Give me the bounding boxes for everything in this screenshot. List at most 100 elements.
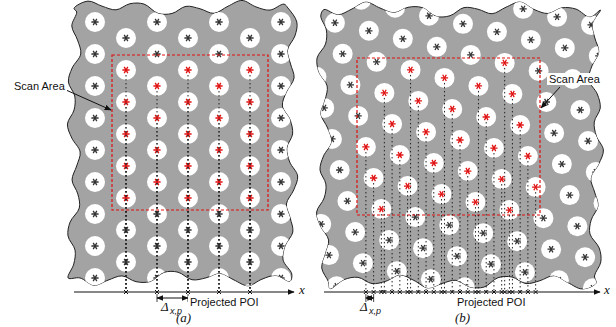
asterisk-mark bbox=[560, 161, 564, 167]
hole bbox=[601, 224, 616, 244]
asterisk-mark bbox=[361, 260, 365, 266]
dimension-tick bbox=[157, 294, 158, 302]
hole bbox=[353, 253, 373, 273]
asterisk-mark bbox=[401, 36, 405, 42]
asterisk-mark bbox=[309, 306, 313, 312]
hole bbox=[303, 183, 323, 203]
asterisk-mark bbox=[424, 129, 428, 135]
projection-line bbox=[188, 107, 189, 292]
asterisk-mark bbox=[279, 147, 283, 153]
hole bbox=[322, 129, 342, 149]
asterisk-mark bbox=[279, 243, 283, 249]
asterisk-mark bbox=[310, 192, 317, 193]
asterisk-mark bbox=[602, 200, 606, 206]
asterisk-mark bbox=[341, 317, 348, 318]
asterisk-mark bbox=[186, 67, 190, 73]
hole bbox=[502, 84, 522, 104]
asterisk-mark bbox=[343, 314, 347, 320]
hole bbox=[416, 122, 436, 142]
hole bbox=[432, 184, 452, 204]
asterisk-mark bbox=[301, 275, 305, 281]
hole bbox=[209, 12, 229, 32]
projection-line bbox=[126, 75, 127, 292]
asterisk-mark bbox=[511, 91, 515, 97]
asterisk-mark bbox=[93, 83, 97, 89]
projection-line bbox=[460, 145, 461, 292]
hole bbox=[589, 46, 609, 66]
asterisk-mark bbox=[597, 53, 601, 59]
asterisk-mark bbox=[609, 231, 613, 237]
asterisk-mark bbox=[217, 83, 221, 89]
asterisk-mark bbox=[393, 5, 397, 11]
asterisk-mark bbox=[93, 51, 97, 57]
asterisk-mark bbox=[403, 299, 407, 305]
asterisk-mark bbox=[248, 35, 252, 41]
hole bbox=[85, 108, 105, 128]
asterisk-mark bbox=[565, 308, 569, 314]
asterisk-mark bbox=[383, 90, 387, 96]
asterisk-mark bbox=[401, 36, 405, 42]
asterisk-mark bbox=[421, 245, 425, 251]
asterisk-mark bbox=[395, 268, 399, 274]
hole bbox=[465, 192, 485, 212]
hole bbox=[319, 245, 339, 265]
asterisk-mark bbox=[297, 14, 304, 15]
asterisk-mark bbox=[93, 115, 97, 121]
projection-line bbox=[433, 168, 434, 292]
asterisk-mark bbox=[450, 106, 454, 112]
asterisk-mark bbox=[495, 29, 499, 35]
asterisk-mark bbox=[93, 115, 97, 121]
asterisk-mark bbox=[279, 179, 283, 185]
projection-line bbox=[219, 187, 220, 292]
hole bbox=[557, 301, 577, 321]
poi-tick bbox=[186, 290, 190, 294]
asterisk-mark bbox=[466, 168, 470, 174]
asterisk-mark bbox=[279, 83, 283, 89]
hole bbox=[85, 44, 105, 64]
hole bbox=[271, 12, 291, 32]
hole bbox=[271, 172, 291, 192]
asterisk-mark bbox=[301, 275, 305, 281]
asterisk-mark bbox=[304, 159, 308, 165]
asterisk-mark bbox=[246, 293, 253, 294]
asterisk-mark bbox=[302, 161, 309, 162]
hole bbox=[333, 44, 353, 64]
asterisk-mark bbox=[304, 159, 308, 165]
asterisk-mark bbox=[586, 138, 590, 144]
asterisk-mark bbox=[565, 308, 569, 314]
asterisk-mark bbox=[443, 75, 447, 81]
asterisk-mark bbox=[608, 234, 615, 235]
asterisk-mark bbox=[307, 43, 311, 49]
asterisk-mark bbox=[560, 161, 564, 167]
asterisk-mark bbox=[93, 243, 97, 249]
asterisk-mark bbox=[155, 51, 159, 57]
asterisk-mark bbox=[432, 160, 436, 166]
hole bbox=[435, 68, 455, 88]
asterisk-mark bbox=[591, 285, 595, 291]
hole bbox=[178, 28, 198, 48]
leader-arrow bbox=[541, 87, 560, 108]
asterisk-mark bbox=[455, 253, 459, 259]
projection-line bbox=[509, 215, 510, 292]
hole bbox=[85, 268, 105, 288]
asterisk-mark bbox=[427, 13, 431, 19]
axis-caption: Projected POI bbox=[188, 296, 260, 308]
hole bbox=[385, 0, 405, 18]
asterisk-mark bbox=[248, 67, 252, 73]
asterisk-mark bbox=[466, 168, 470, 174]
asterisk-mark bbox=[391, 7, 398, 8]
asterisk-mark bbox=[279, 115, 283, 121]
asterisk-mark bbox=[534, 184, 538, 190]
asterisk-mark bbox=[186, 35, 190, 41]
projection-line bbox=[381, 214, 382, 292]
hole bbox=[526, 177, 546, 197]
asterisk-mark bbox=[429, 276, 433, 282]
asterisk-mark bbox=[549, 246, 553, 252]
asterisk-mark bbox=[450, 106, 454, 112]
asterisk-mark bbox=[597, 53, 601, 59]
asterisk-mark bbox=[461, 287, 468, 288]
hole bbox=[586, 162, 606, 182]
asterisk-mark bbox=[186, 35, 190, 41]
asterisk-mark bbox=[93, 19, 97, 25]
dimension-symbol: Δ bbox=[360, 300, 368, 314]
